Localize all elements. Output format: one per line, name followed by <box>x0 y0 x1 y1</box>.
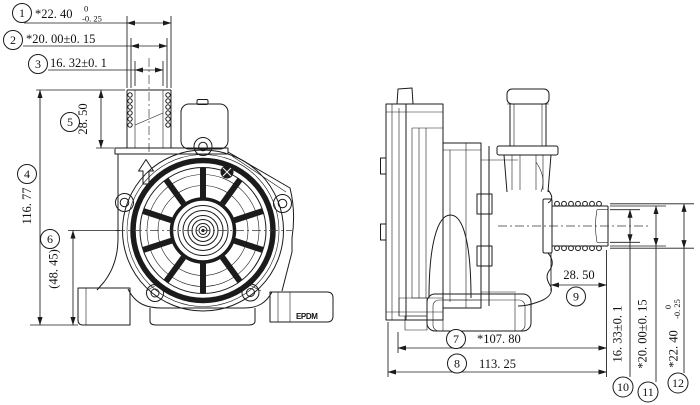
callout-1-number: 1 <box>19 6 25 20</box>
callout-1-tol-bottom: -0. 25 <box>82 14 102 24</box>
side-view <box>380 87 650 332</box>
callout-4-value: 116. 77 <box>20 187 34 224</box>
callout-7-value: *107. 80 <box>477 332 521 346</box>
callout-12-balloon <box>667 372 689 394</box>
callout-7-balloon <box>446 329 466 349</box>
callout-6-number: 6 <box>47 232 53 246</box>
dimension-callout-11: *20. 00±0. 15 11 <box>610 205 666 403</box>
callout-2-value: *20. 00±0. 15 <box>26 32 95 46</box>
front-view: EPDM <box>77 58 334 326</box>
callout-9-number: 9 <box>573 290 579 304</box>
outlet-barbs <box>554 200 602 252</box>
material-label: EPDM <box>296 312 318 321</box>
bolt-head <box>220 165 234 179</box>
mounting-ear-tabs <box>115 137 292 302</box>
callout-8-balloon <box>447 353 467 374</box>
callout-6-balloon <box>40 229 60 249</box>
callout-5-balloon <box>60 112 80 132</box>
callout-5-value: 28. 50 <box>76 103 90 134</box>
callout-4-number: 4 <box>24 167 30 181</box>
dimension-callout-4: 4 116. 77 <box>17 89 125 326</box>
top-port <box>496 88 559 193</box>
dimension-callout-2: 2 *20. 00±0. 15 <box>3 30 168 88</box>
connector-box <box>180 99 229 150</box>
callout-1-tol-top: 0 <box>84 4 88 14</box>
mounting-base <box>77 282 334 326</box>
motor-end-cap <box>116 149 292 312</box>
callout-11-number: 11 <box>642 385 654 399</box>
callout-12-tol-bottom: -0. 25 <box>672 299 682 319</box>
callout-1-value: *22. 40 <box>35 7 73 21</box>
callout-10-balloon <box>612 376 634 398</box>
dimension-callout-8: 8 113. 25 <box>387 322 607 377</box>
top-flange <box>114 147 229 155</box>
callout-10-number: 10 <box>617 380 629 394</box>
side-foot <box>426 293 532 332</box>
callout-10-value: 16. 33±0. 1 <box>611 306 625 363</box>
dimension-callout-5: 5 28. 50 <box>60 89 114 149</box>
callout-9-balloon <box>566 286 586 307</box>
callout-5-number: 5 <box>67 115 73 129</box>
dimension-callout-10: 16. 33±0. 1 10 <box>610 209 640 398</box>
callout-4-balloon <box>17 164 37 184</box>
dimension-callout-12: *22. 40 0 -0. 25 12 <box>610 203 694 394</box>
inlet-pipe <box>126 89 172 148</box>
callout-2-number: 2 <box>10 33 16 47</box>
callout-12-value: *22. 40 <box>667 330 681 368</box>
callout-3-balloon <box>28 54 48 74</box>
callout-6-value: (48. 45) <box>47 249 61 289</box>
inlet-barbs <box>127 92 171 128</box>
housing-outline <box>96 151 295 292</box>
callout-12-number: 12 <box>672 376 684 390</box>
callout-2-balloon <box>3 30 23 50</box>
radial-ribs <box>142 167 264 294</box>
callout-8-value: 113. 25 <box>479 357 516 371</box>
callout-7-number: 7 <box>453 332 459 346</box>
callout-3-value: 16. 32±0. 1 <box>50 56 107 70</box>
callout-8-number: 8 <box>454 357 460 371</box>
dimension-callout-9: 28. 50 9 <box>550 250 607 377</box>
dimension-callout-3: 3 16. 32±0. 1 <box>28 54 164 86</box>
callout-9-value: 28. 50 <box>563 268 594 282</box>
outlet-pipe <box>552 200 609 252</box>
callout-3-number: 3 <box>35 57 41 71</box>
callout-11-value: *20. 00±0. 15 <box>636 299 650 368</box>
callout-1-balloon <box>12 3 32 23</box>
dimension-callout-1: 1 *22. 40 0 -0. 25 <box>12 3 172 88</box>
dimension-callout-7: 7 *107. 80 <box>397 329 607 353</box>
callout-12-tol-top: 0 <box>663 305 673 309</box>
dimension-callout-6: 6 (48. 45) <box>40 229 120 326</box>
callout-11-balloon <box>637 381 659 403</box>
